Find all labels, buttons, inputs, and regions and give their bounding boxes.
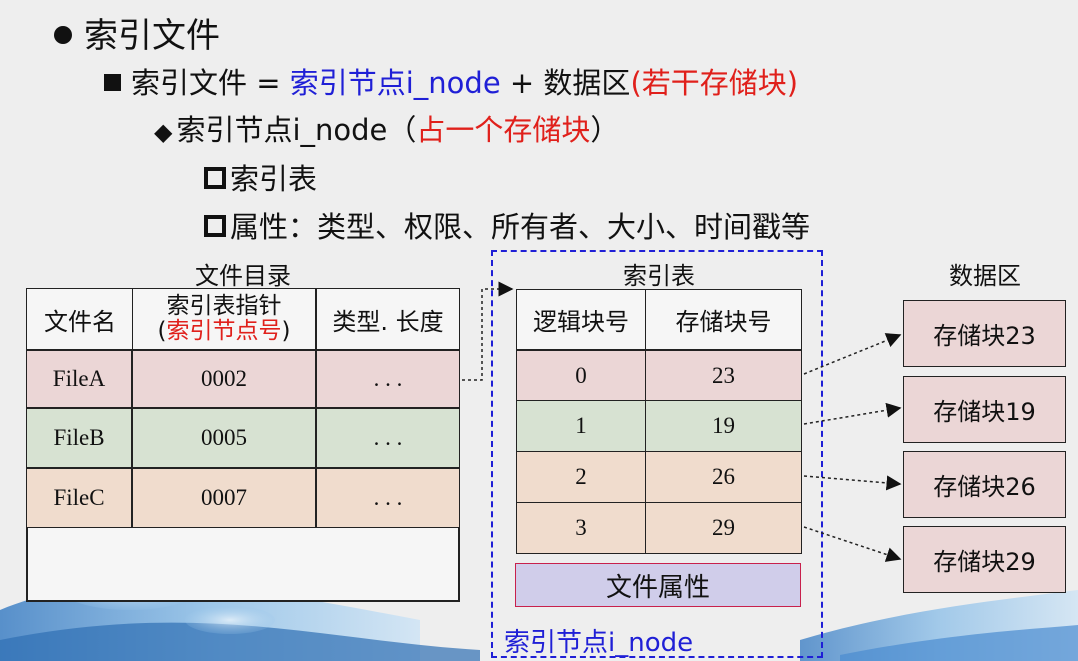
index-row-storage: 19: [645, 400, 802, 452]
index-header-storage: 存储块号: [645, 289, 802, 350]
heading: 索引文件: [54, 8, 220, 57]
storage-block: 存储块29: [903, 526, 1066, 593]
index-header-logical: 逻辑块号: [516, 289, 646, 350]
bullet-dot-icon: [54, 25, 72, 44]
directory-row-name: FileC: [26, 468, 132, 528]
data-area-caption: 数据区: [949, 262, 1021, 290]
storage-block: 存储块19: [903, 376, 1066, 443]
bullet-diamond-icon: ◆: [154, 118, 173, 146]
bullet-hollow-square-icon: [204, 215, 226, 237]
pointer-arrow: [462, 281, 514, 381]
directory-row-name: FileA: [26, 350, 132, 408]
line-inode: ◆索引节点i_node（占一个存储块）: [154, 113, 620, 147]
index-row-logical: 3: [516, 502, 646, 554]
line-attributes: 属性：类型、权限、所有者、大小、时间戳等: [204, 204, 810, 246]
block-arrow: [803, 526, 902, 562]
bullet-square-icon: [104, 73, 121, 91]
directory-header-name: 文件名: [26, 288, 134, 350]
block-arrow: [803, 402, 902, 425]
index-row-storage: 26: [645, 451, 802, 503]
directory-row-pointer: 0005: [132, 408, 316, 468]
bullet-hollow-square-icon: [204, 167, 226, 189]
file-attributes-box: 文件属性: [515, 563, 801, 607]
index-table-caption: 索引表: [623, 262, 695, 290]
inode-label: 索引节点i_node: [504, 628, 694, 658]
directory-header-pointer: 索引表指针 (索引节点号): [132, 288, 316, 350]
inode-boundary: [491, 250, 823, 658]
index-row-storage: 29: [645, 502, 802, 554]
storage-block: 存储块23: [903, 300, 1066, 367]
directory-caption: 文件目录: [195, 262, 291, 290]
block-arrow: [803, 333, 902, 375]
index-row-logical: 1: [516, 400, 646, 452]
directory-row-type: . . .: [316, 468, 460, 528]
directory-header-type: 类型. 长度: [316, 288, 460, 350]
storage-block: 存储块26: [903, 451, 1066, 518]
line-index-table: 索引表: [204, 156, 317, 198]
directory-row-type: . . .: [316, 350, 460, 408]
directory-row-pointer: 0002: [132, 350, 316, 408]
line-index-file-definition: 索引文件 = 索引节点i_node + 数据区(若干存储块): [104, 60, 798, 102]
directory-row-name: FileB: [26, 408, 132, 468]
directory-row-type: . . .: [316, 408, 460, 468]
block-arrow: [803, 475, 902, 491]
directory-row-pointer: 0007: [132, 468, 316, 528]
